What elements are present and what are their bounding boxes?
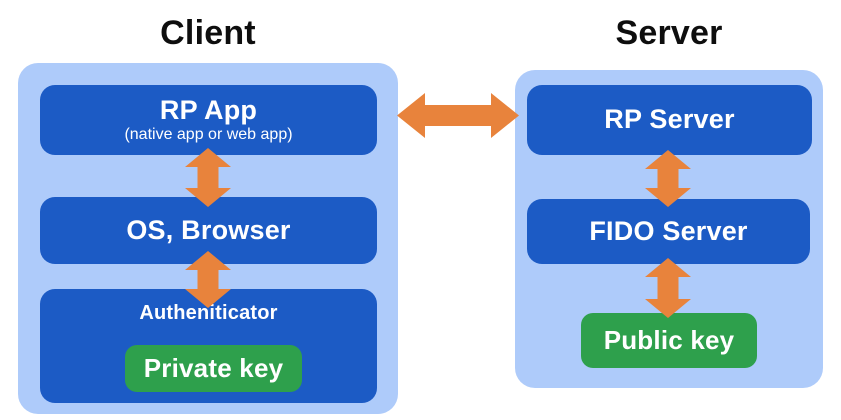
rp-server-label: RP Server	[604, 104, 735, 135]
authenticator-label: Autheniticator	[139, 302, 278, 324]
vertical-double-arrow-icon	[185, 148, 231, 207]
vertical-double-arrow-icon	[645, 258, 691, 318]
fido-server-label: FIDO Server	[589, 215, 748, 246]
rp-server-box: RP Server	[527, 85, 812, 155]
private-key-label: Private key	[143, 353, 284, 383]
horizontal-double-arrow-icon	[397, 93, 519, 138]
rp-app-sublabel: (native app or web app)	[124, 125, 293, 143]
rp-app-box: RP App (native app or web app)	[40, 85, 377, 155]
os-browser-label: OS, Browser	[126, 214, 291, 245]
vertical-double-arrow-icon	[645, 150, 691, 207]
server-title: Server	[615, 14, 723, 52]
private-key-box: Private key	[125, 345, 302, 392]
public-key-label: Public key	[603, 325, 735, 355]
fido-server-box: FIDO Server	[527, 199, 810, 264]
public-key-box: Public key	[581, 313, 757, 368]
client-title: Client	[160, 14, 256, 52]
vertical-double-arrow-icon	[185, 251, 231, 308]
rp-app-label: RP App	[159, 94, 258, 125]
